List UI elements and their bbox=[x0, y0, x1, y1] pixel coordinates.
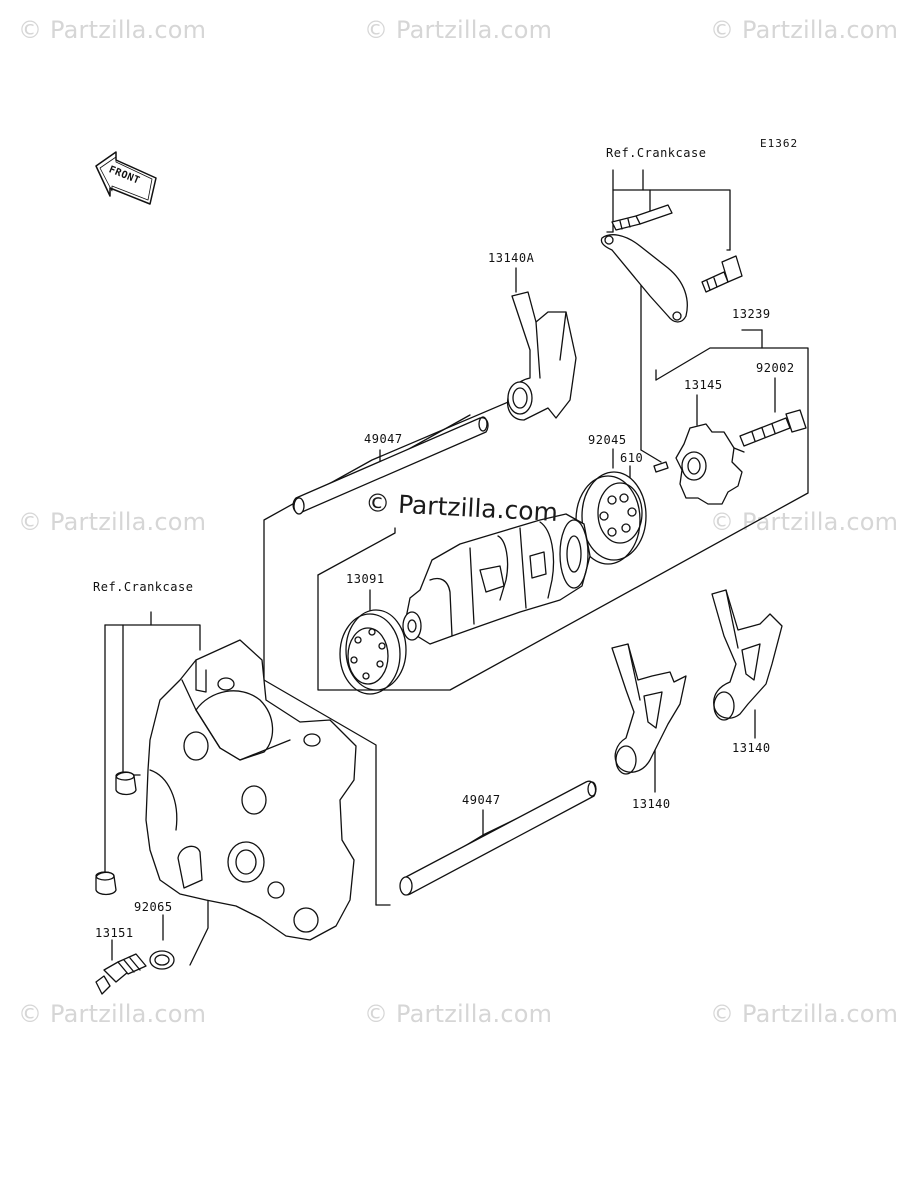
part-49047-top-label: 49047 bbox=[364, 432, 403, 446]
watermark: © Partzilla.com bbox=[710, 508, 899, 536]
part-610-label: 610 bbox=[620, 451, 644, 465]
crankcase-section bbox=[145, 639, 357, 941]
group-bracket-13239 bbox=[317, 347, 809, 691]
watermark: © Partzilla.com bbox=[710, 1000, 899, 1028]
label-ref-crankcase-top: Ref.Crankcase bbox=[606, 146, 707, 160]
part-13140-label-b: 13140 bbox=[732, 741, 771, 755]
watermark: © Partzilla.com bbox=[364, 16, 553, 44]
part-13140A-label: 13140A bbox=[488, 251, 535, 265]
part-13239-label: 13239 bbox=[732, 307, 771, 321]
part-13091-label: 13091 bbox=[346, 572, 385, 586]
part-49047-bottom-label: 49047 bbox=[462, 793, 501, 807]
part-92045-label: 92045 bbox=[588, 433, 627, 447]
watermark: © Partzilla.com bbox=[18, 1000, 207, 1028]
watermark: © Partzilla.com bbox=[364, 1000, 553, 1028]
diagram-code: E1362 bbox=[760, 137, 799, 150]
part-13140-label-a: 13140 bbox=[632, 797, 671, 811]
part-92002-label: 92002 bbox=[756, 361, 795, 375]
front-arrow-icon bbox=[95, 151, 157, 205]
part-92065-label: 92065 bbox=[134, 900, 173, 914]
watermark: © Partzilla.com bbox=[18, 16, 207, 44]
watermark: © Partzilla.com bbox=[18, 508, 207, 536]
part-13151-label: 13151 bbox=[95, 926, 134, 940]
watermark: © Partzilla.com bbox=[710, 16, 899, 44]
part-13145-label: 13145 bbox=[684, 378, 723, 392]
label-ref-crankcase-left: Ref.Crankcase bbox=[93, 580, 194, 594]
